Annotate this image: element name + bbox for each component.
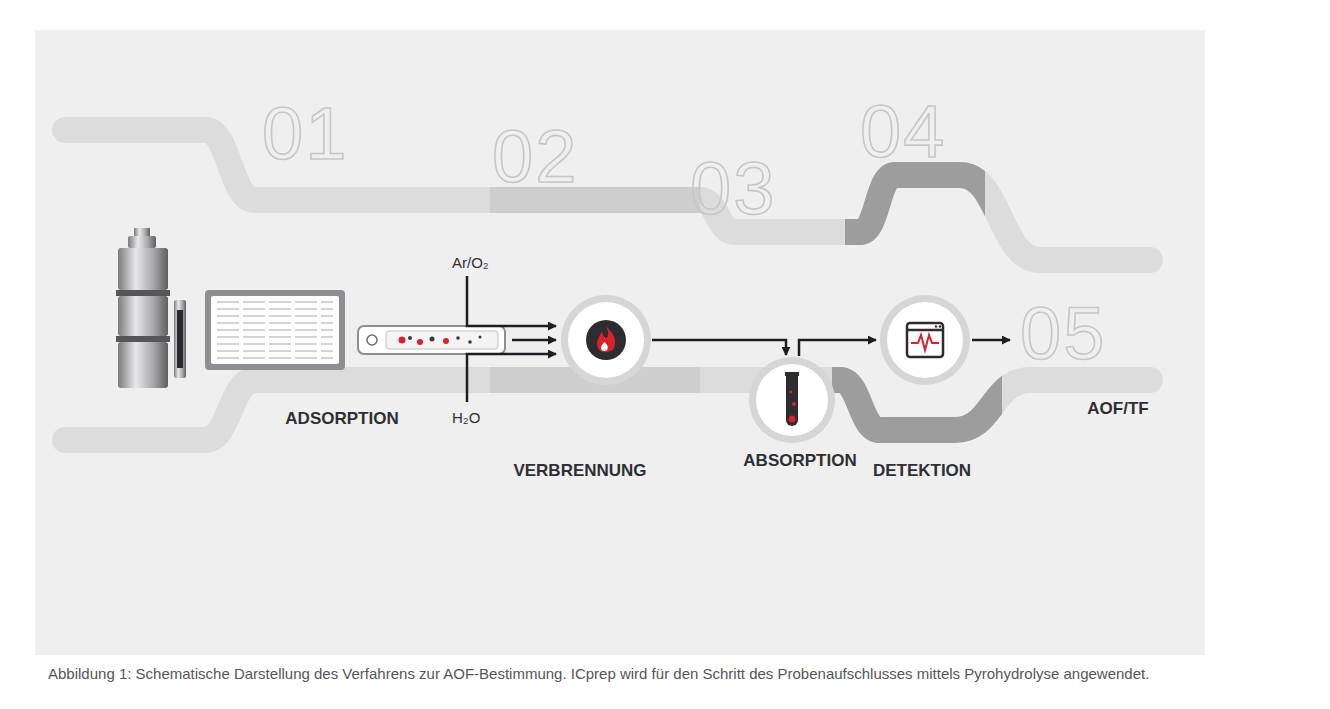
step-label: ABSORPTION (743, 452, 856, 469)
gas-label: H₂O (452, 410, 480, 425)
step-label: VERBRENNUNG (513, 462, 646, 479)
combustion-icon (561, 295, 651, 385)
pressure-vessel (116, 228, 170, 388)
step-label: AOF/TF (1087, 400, 1148, 417)
flow-arrows (467, 276, 1010, 402)
absorption-icon (749, 357, 835, 443)
detection-icon (880, 295, 970, 385)
gas-label: Ar/O₂ (452, 255, 489, 270)
sample-rack (205, 290, 345, 370)
adsorption-column (174, 300, 186, 378)
figure-caption: Abbildung 1: Schematische Darstellung de… (48, 664, 1183, 684)
step-number: 01 (262, 97, 348, 171)
step-label: DETEKTION (873, 462, 971, 479)
sample-boat (358, 326, 505, 354)
background-panel (35, 30, 1205, 655)
step-number: 03 (690, 152, 776, 226)
step-label: ADSORPTION (285, 410, 398, 427)
step-number: 02 (492, 120, 578, 194)
process-bands (65, 130, 1150, 440)
step-number: 05 (1020, 297, 1106, 371)
step-number: 04 (860, 95, 946, 169)
